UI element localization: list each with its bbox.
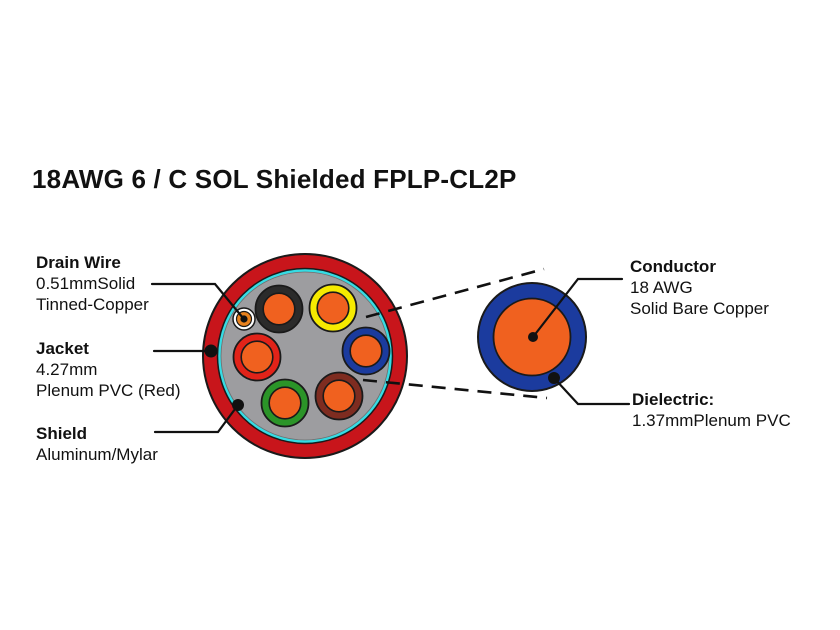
magnify-guide-top (365, 267, 545, 319)
drain-wire-callout-line (150, 282, 245, 320)
label-shield: Shield Aluminum/Mylar (36, 423, 158, 465)
conductor-spec-material: Solid Bare Copper (630, 299, 769, 318)
jacket-spec-size: 4.27mm (36, 360, 98, 379)
conductor-red (232, 332, 282, 382)
conductor-callout-line (531, 277, 624, 339)
conductor-label: Conductor (630, 257, 716, 276)
dielectric-spec-material: 1.37mmPlenum PVC (632, 411, 791, 430)
label-conductor: Conductor 18 AWG Solid Bare Copper (630, 256, 769, 319)
label-drain-wire: Drain Wire 0.51mmSolid Tinned-Copper (36, 252, 149, 315)
drain-wire-spec-material: Tinned-Copper (36, 295, 149, 314)
conductor-yellow (308, 283, 358, 333)
conductor-callout-dot (528, 332, 538, 342)
conductor-maroon-core (322, 379, 356, 413)
drain-wire-label: Drain Wire (36, 253, 121, 272)
conductor-yellow-core (316, 291, 350, 325)
magnify-guide-bottom (362, 378, 548, 400)
conductor-blue-core (349, 334, 383, 368)
callout-lines (150, 277, 631, 434)
label-jacket: Jacket 4.27mm Plenum PVC (Red) (36, 338, 181, 401)
shield-spec-material: Aluminum/Mylar (36, 445, 158, 464)
drain-wire-callout-dot (240, 315, 248, 323)
conductor-green-core (268, 386, 302, 420)
shield-callout-line (153, 403, 240, 434)
jacket-callout-dot (204, 344, 218, 358)
conductor-red-core (240, 340, 274, 374)
conductor-black (254, 284, 304, 334)
shield-label: Shield (36, 424, 88, 443)
label-dielectric: Dielectric: 1.37mmPlenum PVC (632, 389, 791, 431)
conductor-maroon (314, 371, 364, 421)
shield-callout-dot (232, 399, 244, 411)
conductor-green (260, 378, 310, 428)
conductor-blue (341, 326, 391, 376)
page-title: 18AWG 6 / C SOL Shielded FPLP-CL2P (32, 164, 517, 194)
dielectric-label: Dielectric: (632, 390, 715, 409)
dielectric-callout-dot (548, 372, 560, 384)
conductor-black-core (262, 292, 296, 326)
jacket-spec-material: Plenum PVC (Red) (36, 381, 181, 400)
dielectric-callout-line (552, 376, 631, 406)
drain-wire-spec-size: 0.51mmSolid (36, 274, 136, 293)
conductor-spec-gauge: 18 AWG (630, 278, 693, 297)
jacket-label: Jacket (36, 339, 89, 358)
cable-cross-section (202, 253, 408, 459)
